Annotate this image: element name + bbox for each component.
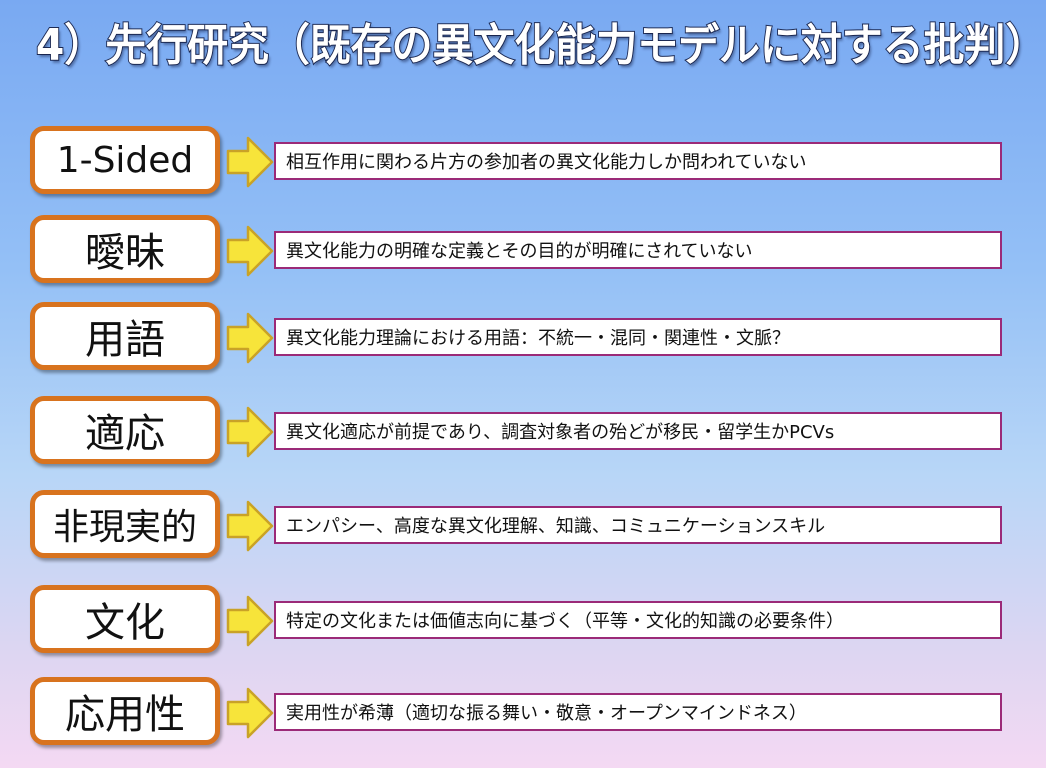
critique-label: 曖昧 (30, 215, 220, 283)
arrow-right-icon (226, 686, 274, 740)
critique-row-ambiguous: 曖昧 異文化能力の明確な定義とその目的が明確にされていない (0, 215, 1024, 293)
critique-list: 1-Sided 相互作用に関わる片方の参加者の異文化能力しか問われていない 曖昧… (0, 126, 1024, 755)
critique-row-applicability: 応用性 実用性が希薄（適切な振る舞い・敬意・オープンマインドネス） (0, 677, 1024, 755)
critique-description: エンパシー、高度な異文化理解、知識、コミュニケーションスキル (274, 506, 1002, 544)
critique-row-adaptation: 適応 異文化適応が前提であり、調査対象者の殆どが移民・留学生かPCVs (0, 396, 1024, 474)
critique-label: 適応 (30, 396, 220, 464)
critique-description: 異文化能力の明確な定義とその目的が明確にされていない (274, 231, 1002, 269)
arrow-right-icon (226, 499, 274, 553)
critique-label: 1-Sided (30, 126, 220, 194)
critique-label: 文化 (30, 585, 220, 653)
arrow-right-icon (226, 135, 274, 189)
critique-description: 実用性が希薄（適切な振る舞い・敬意・オープンマインドネス） (274, 693, 1002, 731)
critique-row-terminology: 用語 異文化能力理論における用語：不統一・混同・関連性・文脈？ (0, 302, 1024, 380)
arrow-right-icon (226, 405, 274, 459)
arrow-right-icon (226, 311, 274, 365)
critique-description: 異文化適応が前提であり、調査対象者の殆どが移民・留学生かPCVs (274, 412, 1002, 450)
critique-description: 異文化能力理論における用語：不統一・混同・関連性・文脈？ (274, 318, 1002, 356)
critique-row-culture: 文化 特定の文化または価値志向に基づく（平等・文化的知識の必要条件） (0, 585, 1024, 663)
critique-description: 相互作用に関わる片方の参加者の異文化能力しか問われていない (274, 142, 1002, 180)
critique-label: 応用性 (30, 677, 220, 745)
critique-row-one-sided: 1-Sided 相互作用に関わる片方の参加者の異文化能力しか問われていない (0, 126, 1024, 204)
critique-row-unrealistic: 非現実的 エンパシー、高度な異文化理解、知識、コミュニケーションスキル (0, 490, 1024, 568)
critique-label: 非現実的 (30, 490, 220, 558)
critique-description: 特定の文化または価値志向に基づく（平等・文化的知識の必要条件） (274, 601, 1002, 639)
arrow-right-icon (226, 594, 274, 648)
slide-title: 4）先行研究（既存の異文化能力モデルに対する批判） (35, 19, 1046, 72)
arrow-right-icon (226, 224, 274, 278)
critique-label: 用語 (30, 302, 220, 370)
